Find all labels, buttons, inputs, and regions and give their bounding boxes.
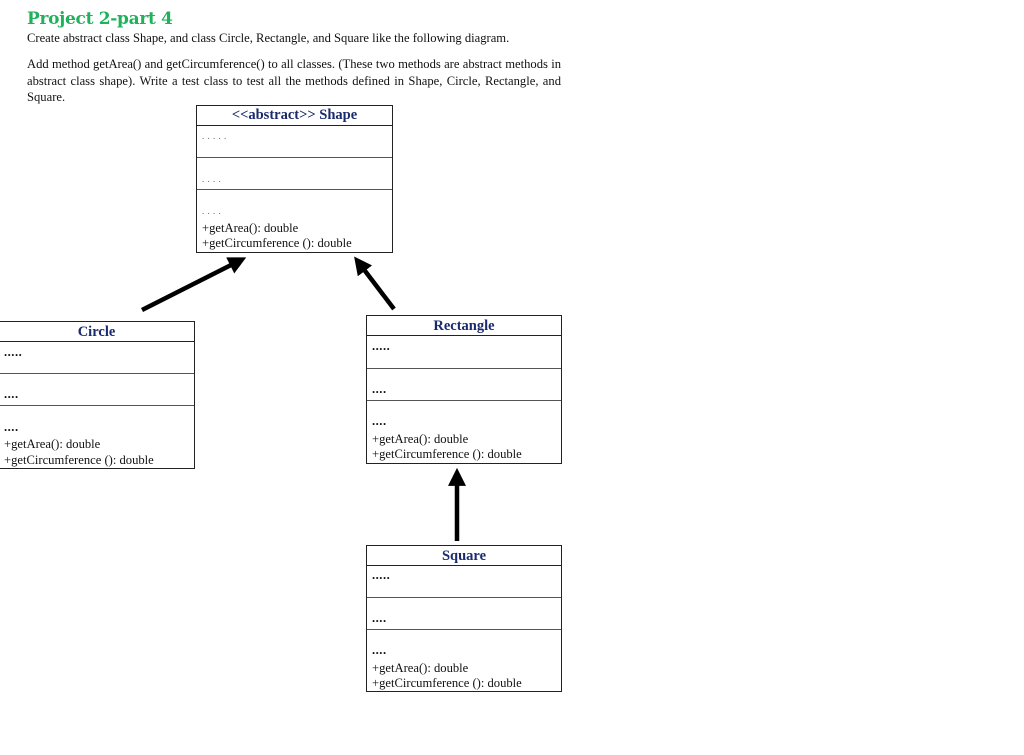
arrow-circle-to-shape bbox=[140, 257, 247, 313]
class-name-shape: <<abstract>> Shape bbox=[197, 106, 392, 126]
uml-class-square: Square ..... .... .... +getArea(): doubl… bbox=[366, 545, 562, 692]
methods-section-circle: .... +getArea(): double +getCircumferenc… bbox=[0, 406, 194, 468]
method-getarea: +getArea(): double bbox=[372, 661, 469, 675]
attributes-section-rectangle: ..... bbox=[367, 336, 561, 369]
instruction-paragraph-2: Add method getArea() and getCircumferenc… bbox=[27, 57, 561, 104]
attributes-placeholder: ..... bbox=[372, 568, 391, 582]
constructors-placeholder: .... bbox=[4, 387, 19, 401]
constructors-section-rectangle: .... bbox=[367, 369, 561, 401]
constructors-placeholder: .... bbox=[372, 611, 387, 625]
method-getarea: +getArea(): double bbox=[372, 432, 469, 446]
method-getarea: +getArea(): double bbox=[202, 221, 299, 235]
methods-section-square: .... +getArea(): double +getCircumferenc… bbox=[367, 630, 561, 691]
methods-section-rectangle: .... +getArea(): double +getCircumferenc… bbox=[367, 401, 561, 463]
methods-placeholder: .... bbox=[4, 420, 19, 434]
attributes-placeholder: . . . . . bbox=[202, 131, 227, 141]
class-name-rectangle: Rectangle bbox=[367, 316, 561, 336]
method-getcircumference: +getCircumference (): double bbox=[202, 236, 352, 250]
constructors-section-square: .... bbox=[367, 598, 561, 630]
methods-placeholder: .... bbox=[372, 643, 387, 657]
attributes-section-shape: . . . . . bbox=[197, 125, 392, 158]
class-name-circle: Circle bbox=[0, 322, 194, 342]
arrow-rectangle-to-shape bbox=[354, 256, 396, 311]
constructors-section-circle: .... bbox=[0, 374, 194, 406]
instruction-paragraph-1: Create abstract class Shape, and class C… bbox=[27, 31, 510, 45]
constructors-placeholder: . . . . bbox=[202, 174, 222, 184]
methods-section-shape: . . . . +getArea(): double +getCircumfer… bbox=[197, 190, 392, 252]
method-getarea: +getArea(): double bbox=[4, 437, 101, 451]
method-getcircumference: +getCircumference (): double bbox=[4, 453, 154, 467]
uml-class-shape: <<abstract>> Shape . . . . . . . . . . .… bbox=[196, 105, 393, 253]
method-getcircumference: +getCircumference (): double bbox=[372, 676, 522, 690]
attributes-section-circle: ..... bbox=[0, 342, 194, 374]
constructors-section-shape: . . . . bbox=[197, 158, 392, 190]
attributes-placeholder: ..... bbox=[4, 345, 23, 359]
class-name-square: Square bbox=[367, 546, 561, 566]
method-getcircumference: +getCircumference (): double bbox=[372, 447, 522, 461]
document-title: Project 2-part 4 bbox=[27, 9, 173, 29]
uml-class-rectangle: Rectangle ..... .... .... +getArea(): do… bbox=[366, 315, 562, 464]
constructors-placeholder: .... bbox=[372, 382, 387, 396]
uml-class-circle: Circle ..... .... .... +getArea(): doubl… bbox=[0, 321, 195, 469]
attributes-section-square: ..... bbox=[367, 565, 561, 598]
attributes-placeholder: ..... bbox=[372, 339, 391, 353]
methods-placeholder: . . . . bbox=[202, 206, 222, 216]
methods-placeholder: .... bbox=[372, 414, 387, 428]
